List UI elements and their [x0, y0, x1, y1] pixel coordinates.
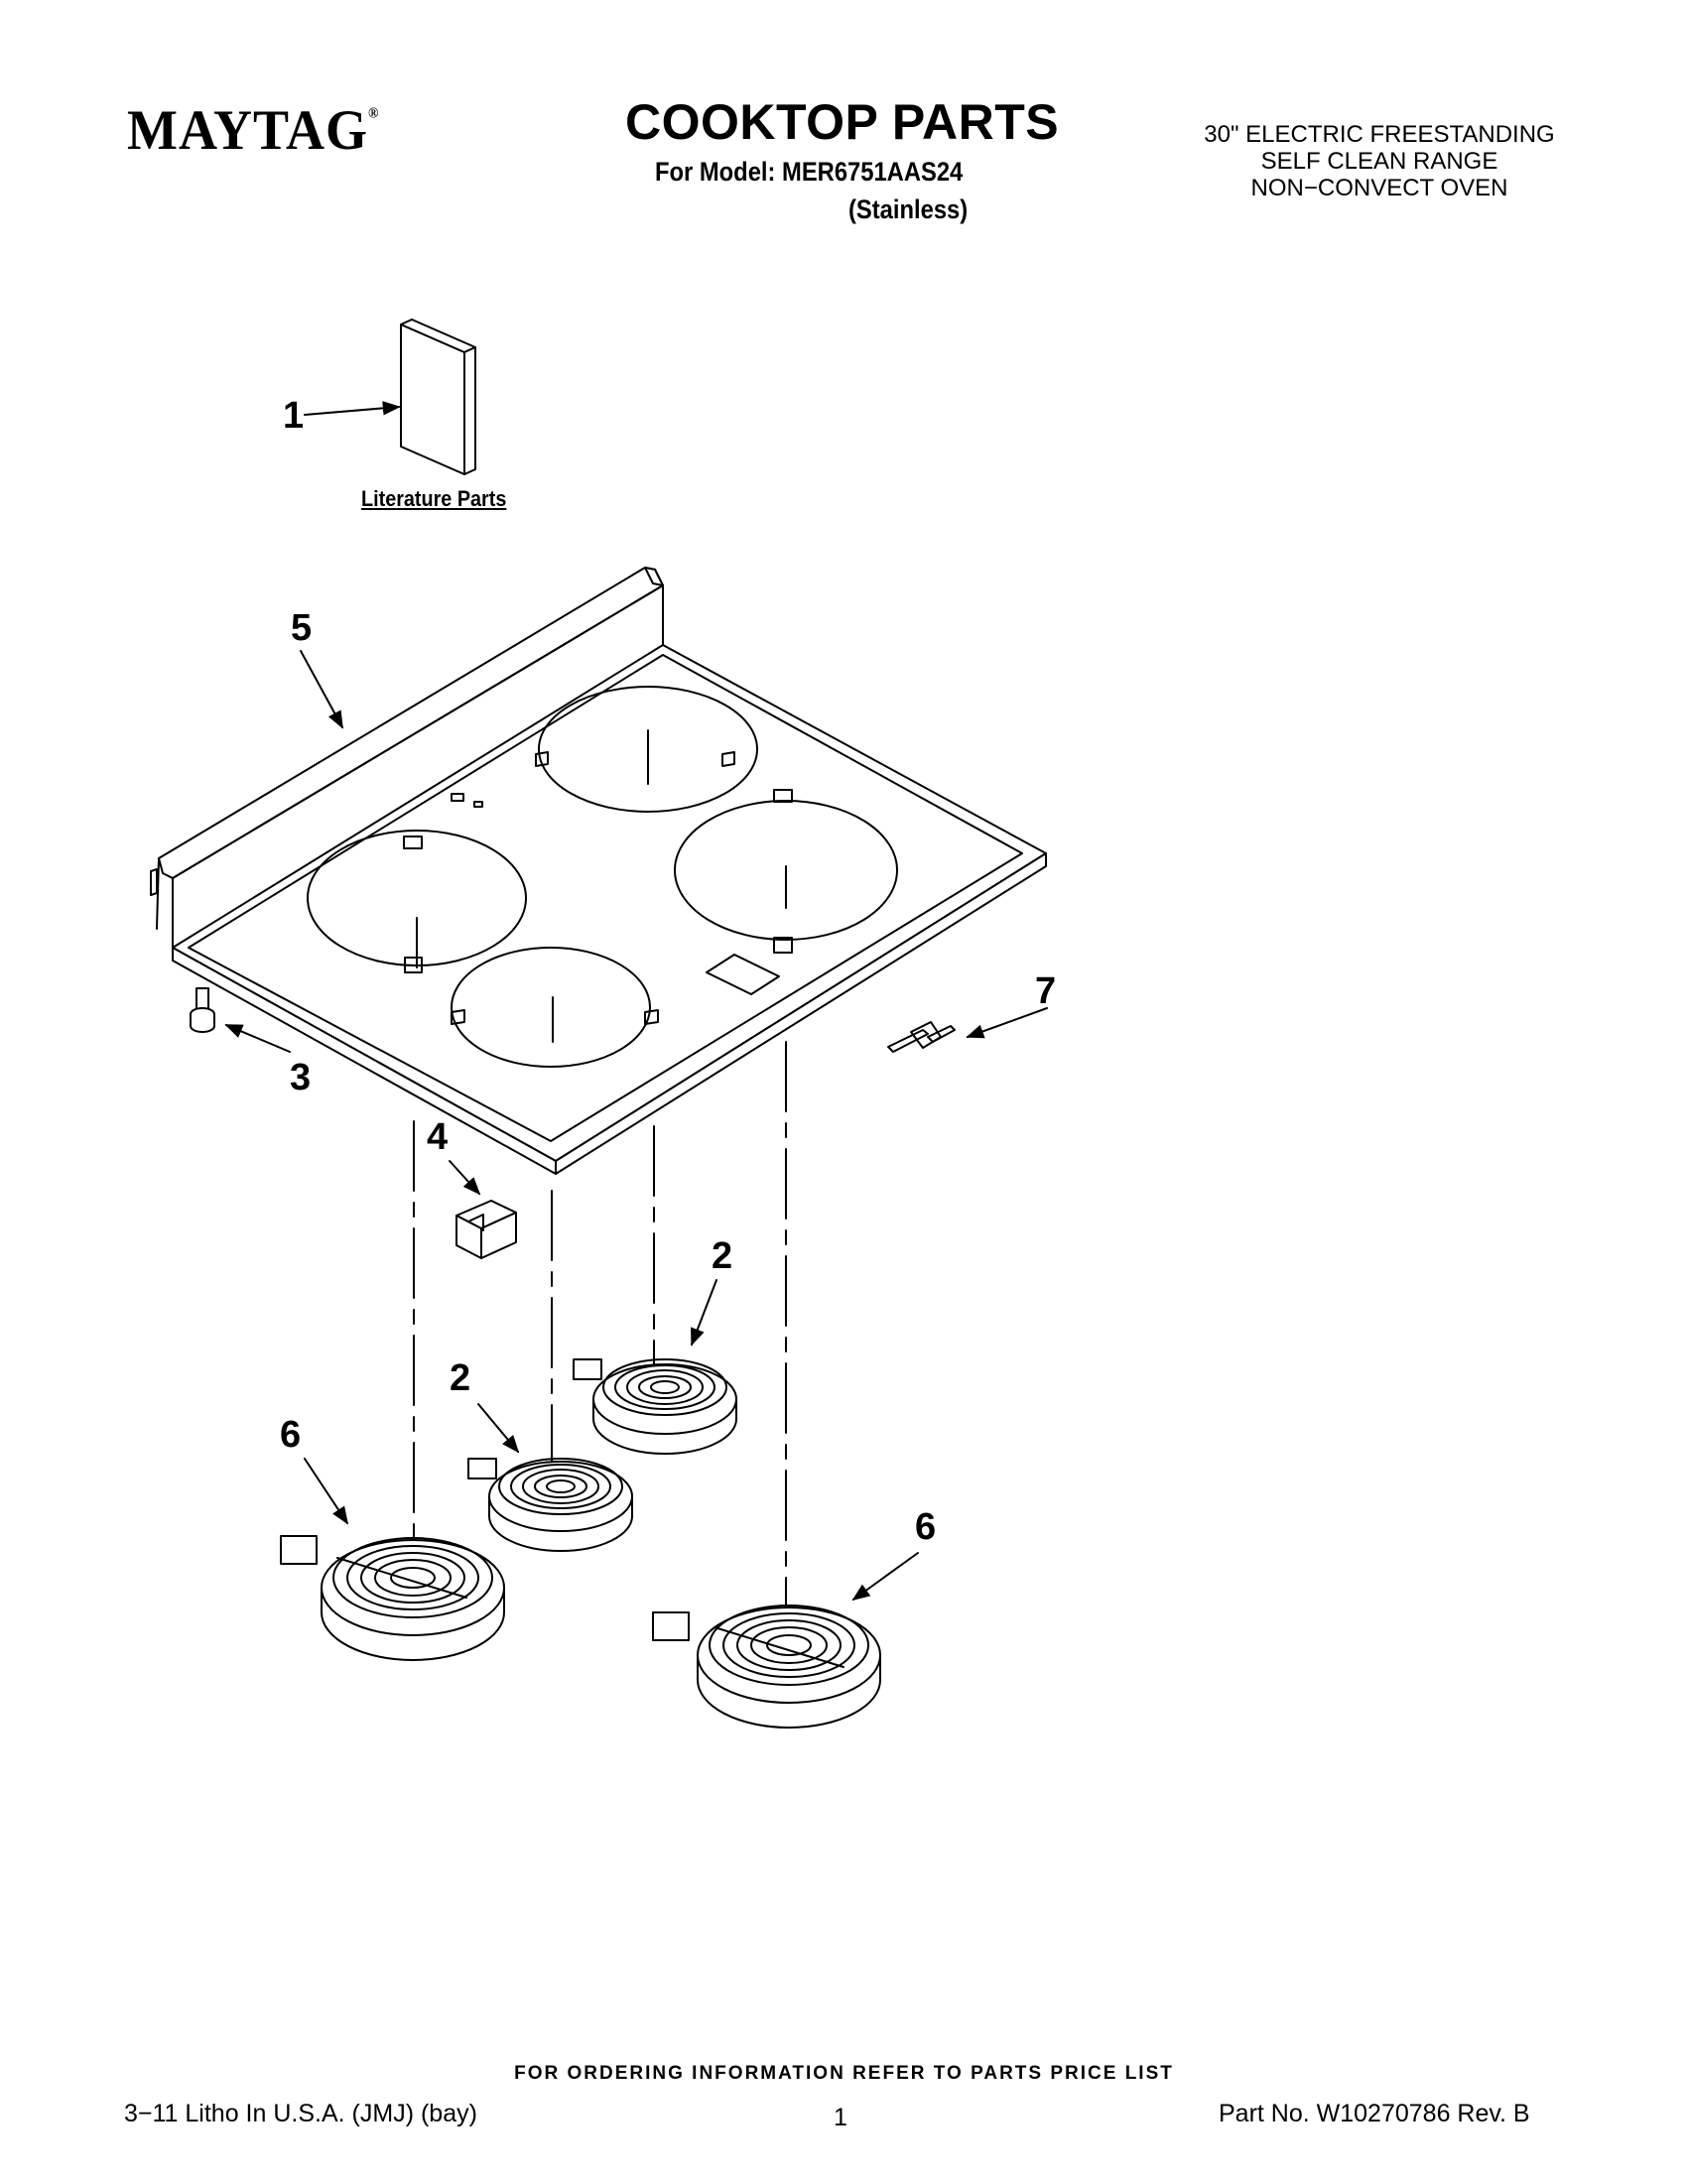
- registered-mark: ®: [368, 105, 380, 122]
- brand-logo: MAYTAG®: [127, 97, 379, 162]
- model-finish: (Stainless): [848, 194, 969, 224]
- leader-line-4: [449, 1160, 481, 1196]
- page-number: 1: [834, 2104, 847, 2131]
- callout-6: 6: [280, 1414, 302, 1456]
- ordering-note: FOR ORDERING INFORMATION REFER TO PARTS …: [514, 2063, 1174, 2084]
- description-line: NON−CONVECT OVEN: [1250, 175, 1508, 201]
- description-line: 30" ELECTRIC FREESTANDING: [1204, 121, 1555, 148]
- part-bracket: [887, 1021, 956, 1053]
- burner-element-large-right: [652, 1605, 881, 1729]
- burner-element-small-left: [467, 1458, 633, 1552]
- burner-element-small-right: [573, 1358, 737, 1455]
- brand-name: MAYTAG: [127, 98, 369, 162]
- leader-line-2a: [691, 1279, 717, 1347]
- callout-6: 6: [915, 1506, 937, 1548]
- part-block: [455, 1200, 517, 1259]
- leader-line-7: [966, 1007, 1048, 1039]
- callout-2: 2: [450, 1357, 471, 1399]
- description-line: SELF CLEAN RANGE: [1260, 148, 1498, 175]
- callout-1: 1: [283, 395, 305, 437]
- callout-5: 5: [291, 607, 313, 649]
- leader-line-2b: [477, 1403, 520, 1454]
- alignment-lines: [413, 1041, 787, 1648]
- literature-book: [400, 319, 476, 475]
- model-number: For Model: MER6751AAS24: [655, 157, 964, 187]
- leader-line-5: [300, 650, 343, 729]
- literature-parts-label: Literature Parts: [361, 486, 507, 511]
- callout-2: 2: [712, 1235, 733, 1277]
- leader-line-3: [224, 1024, 291, 1053]
- leader-line-6a: [304, 1458, 348, 1525]
- callout-3: 3: [290, 1057, 312, 1098]
- page-title: COOKTOP PARTS: [625, 94, 1060, 150]
- burner-element-large-left: [280, 1535, 505, 1661]
- part-number: Part No. W10270786 Rev. B: [1219, 2100, 1530, 2127]
- part-knob: [190, 987, 215, 1033]
- callout-7: 7: [1035, 970, 1057, 1012]
- leader-line-6b: [851, 1552, 919, 1602]
- cooktop-glass: [150, 567, 1047, 1175]
- callout-4: 4: [427, 1116, 449, 1158]
- print-info: 3−11 Litho In U.S.A. (JMJ) (bay): [124, 2100, 477, 2127]
- leader-line-1: [304, 401, 401, 416]
